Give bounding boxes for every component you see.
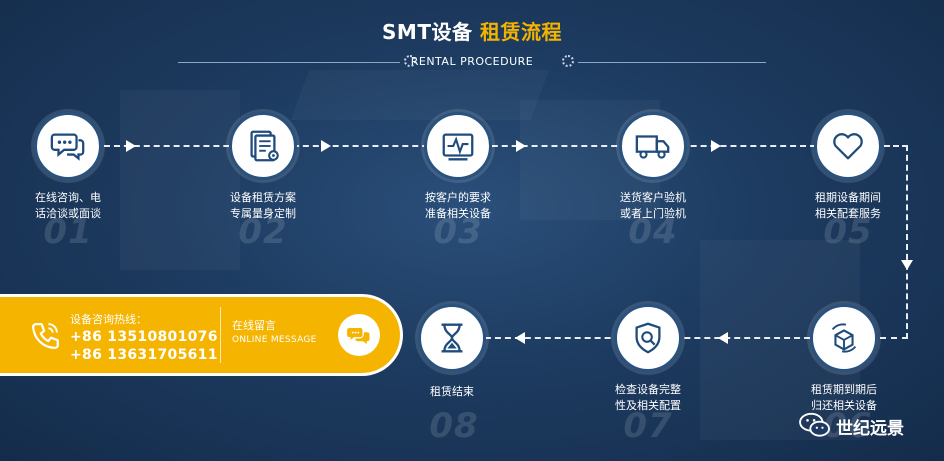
flow-connector-top	[884, 145, 908, 147]
arrow-right-icon	[126, 140, 136, 152]
step-04-label: 送货客户验机 或者上门验机	[620, 191, 686, 220]
hotline-number-1[interactable]: +86 13510801076	[70, 329, 218, 345]
step-01-circle	[34, 112, 102, 180]
gear-icon	[562, 55, 574, 67]
step-number: 01	[43, 212, 93, 252]
chat-bubbles-icon	[50, 133, 85, 161]
wechat-icon	[799, 412, 830, 437]
arrow-left-icon	[515, 332, 525, 344]
page-title: SMT设备 租赁流程	[0, 16, 944, 45]
hotline-panel: 设备咨询热线： +86 13510801076 +86 13631705611 …	[0, 297, 400, 373]
arrow-right-icon	[711, 140, 721, 152]
step-number: 08	[429, 406, 479, 446]
step-03-label: 按客户的要求 准备相关设备	[425, 191, 491, 220]
step-04-circle	[619, 112, 687, 180]
flow-connector-bottom	[880, 337, 908, 339]
step-07-label: 检查设备完整 性及相关配置	[615, 383, 681, 412]
arrow-down-icon	[901, 260, 913, 270]
phone-icon	[31, 322, 59, 350]
step-number: 04	[628, 212, 678, 252]
monitor-pulse-icon	[442, 133, 474, 161]
watermark-text: 世纪远景	[836, 419, 904, 439]
step-07-circle	[614, 304, 682, 372]
shield-search-icon	[635, 322, 661, 354]
step-06-label: 租赁期到期后 归还相关设备	[811, 383, 877, 412]
step-02-label: 设备租赁方案 专属量身定制	[230, 191, 296, 220]
background-texture	[120, 90, 240, 270]
page-subtitle: RENTAL PROCEDURE	[410, 55, 534, 68]
background-texture	[291, 70, 549, 120]
step-05-label: 租期设备期间 相关配套服务	[815, 191, 881, 220]
online-message-subtitle[interactable]: ONLINE MESSAGE	[232, 335, 317, 345]
arrow-right-icon	[321, 140, 331, 152]
step-08-circle	[418, 304, 486, 372]
divider-right	[578, 62, 766, 63]
step-number: 03	[433, 212, 483, 252]
flow-connector-right	[906, 145, 908, 339]
online-message-button[interactable]	[338, 314, 380, 356]
step-06-circle	[810, 304, 878, 372]
document-gear-icon	[250, 130, 279, 162]
hotline-divider	[220, 307, 221, 363]
message-bubbles-icon	[347, 328, 370, 345]
arrow-right-icon	[516, 140, 526, 152]
hotline-title: 设备咨询热线：	[70, 313, 147, 326]
title-yellow: 租赁流程	[479, 20, 562, 44]
step-03-circle	[424, 112, 492, 180]
online-message-title[interactable]: 在线留言	[232, 319, 276, 332]
subtitle-row: RENTAL PROCEDURE	[178, 52, 766, 74]
divider-left	[178, 62, 400, 63]
step-number: 06	[823, 406, 873, 446]
hotline-number-2[interactable]: +86 13631705611	[70, 347, 218, 363]
delivery-truck-icon	[635, 135, 670, 159]
watermark: 世纪远景	[796, 410, 936, 440]
step-05-circle	[814, 112, 882, 180]
step-number: 02	[238, 212, 288, 252]
step-08-label: 租赁结束	[430, 385, 474, 398]
title-white: SMT设备	[382, 20, 473, 44]
heart-icon	[833, 133, 863, 160]
return-box-icon	[831, 323, 857, 353]
gear-icon	[404, 55, 416, 67]
step-number: 05	[823, 212, 873, 252]
step-02-circle	[229, 112, 297, 180]
arrow-left-icon	[718, 332, 728, 344]
step-01-label: 在线咨询、电 话洽谈或面谈	[35, 191, 101, 220]
hourglass-icon	[441, 323, 463, 353]
step-number: 07	[623, 406, 673, 446]
